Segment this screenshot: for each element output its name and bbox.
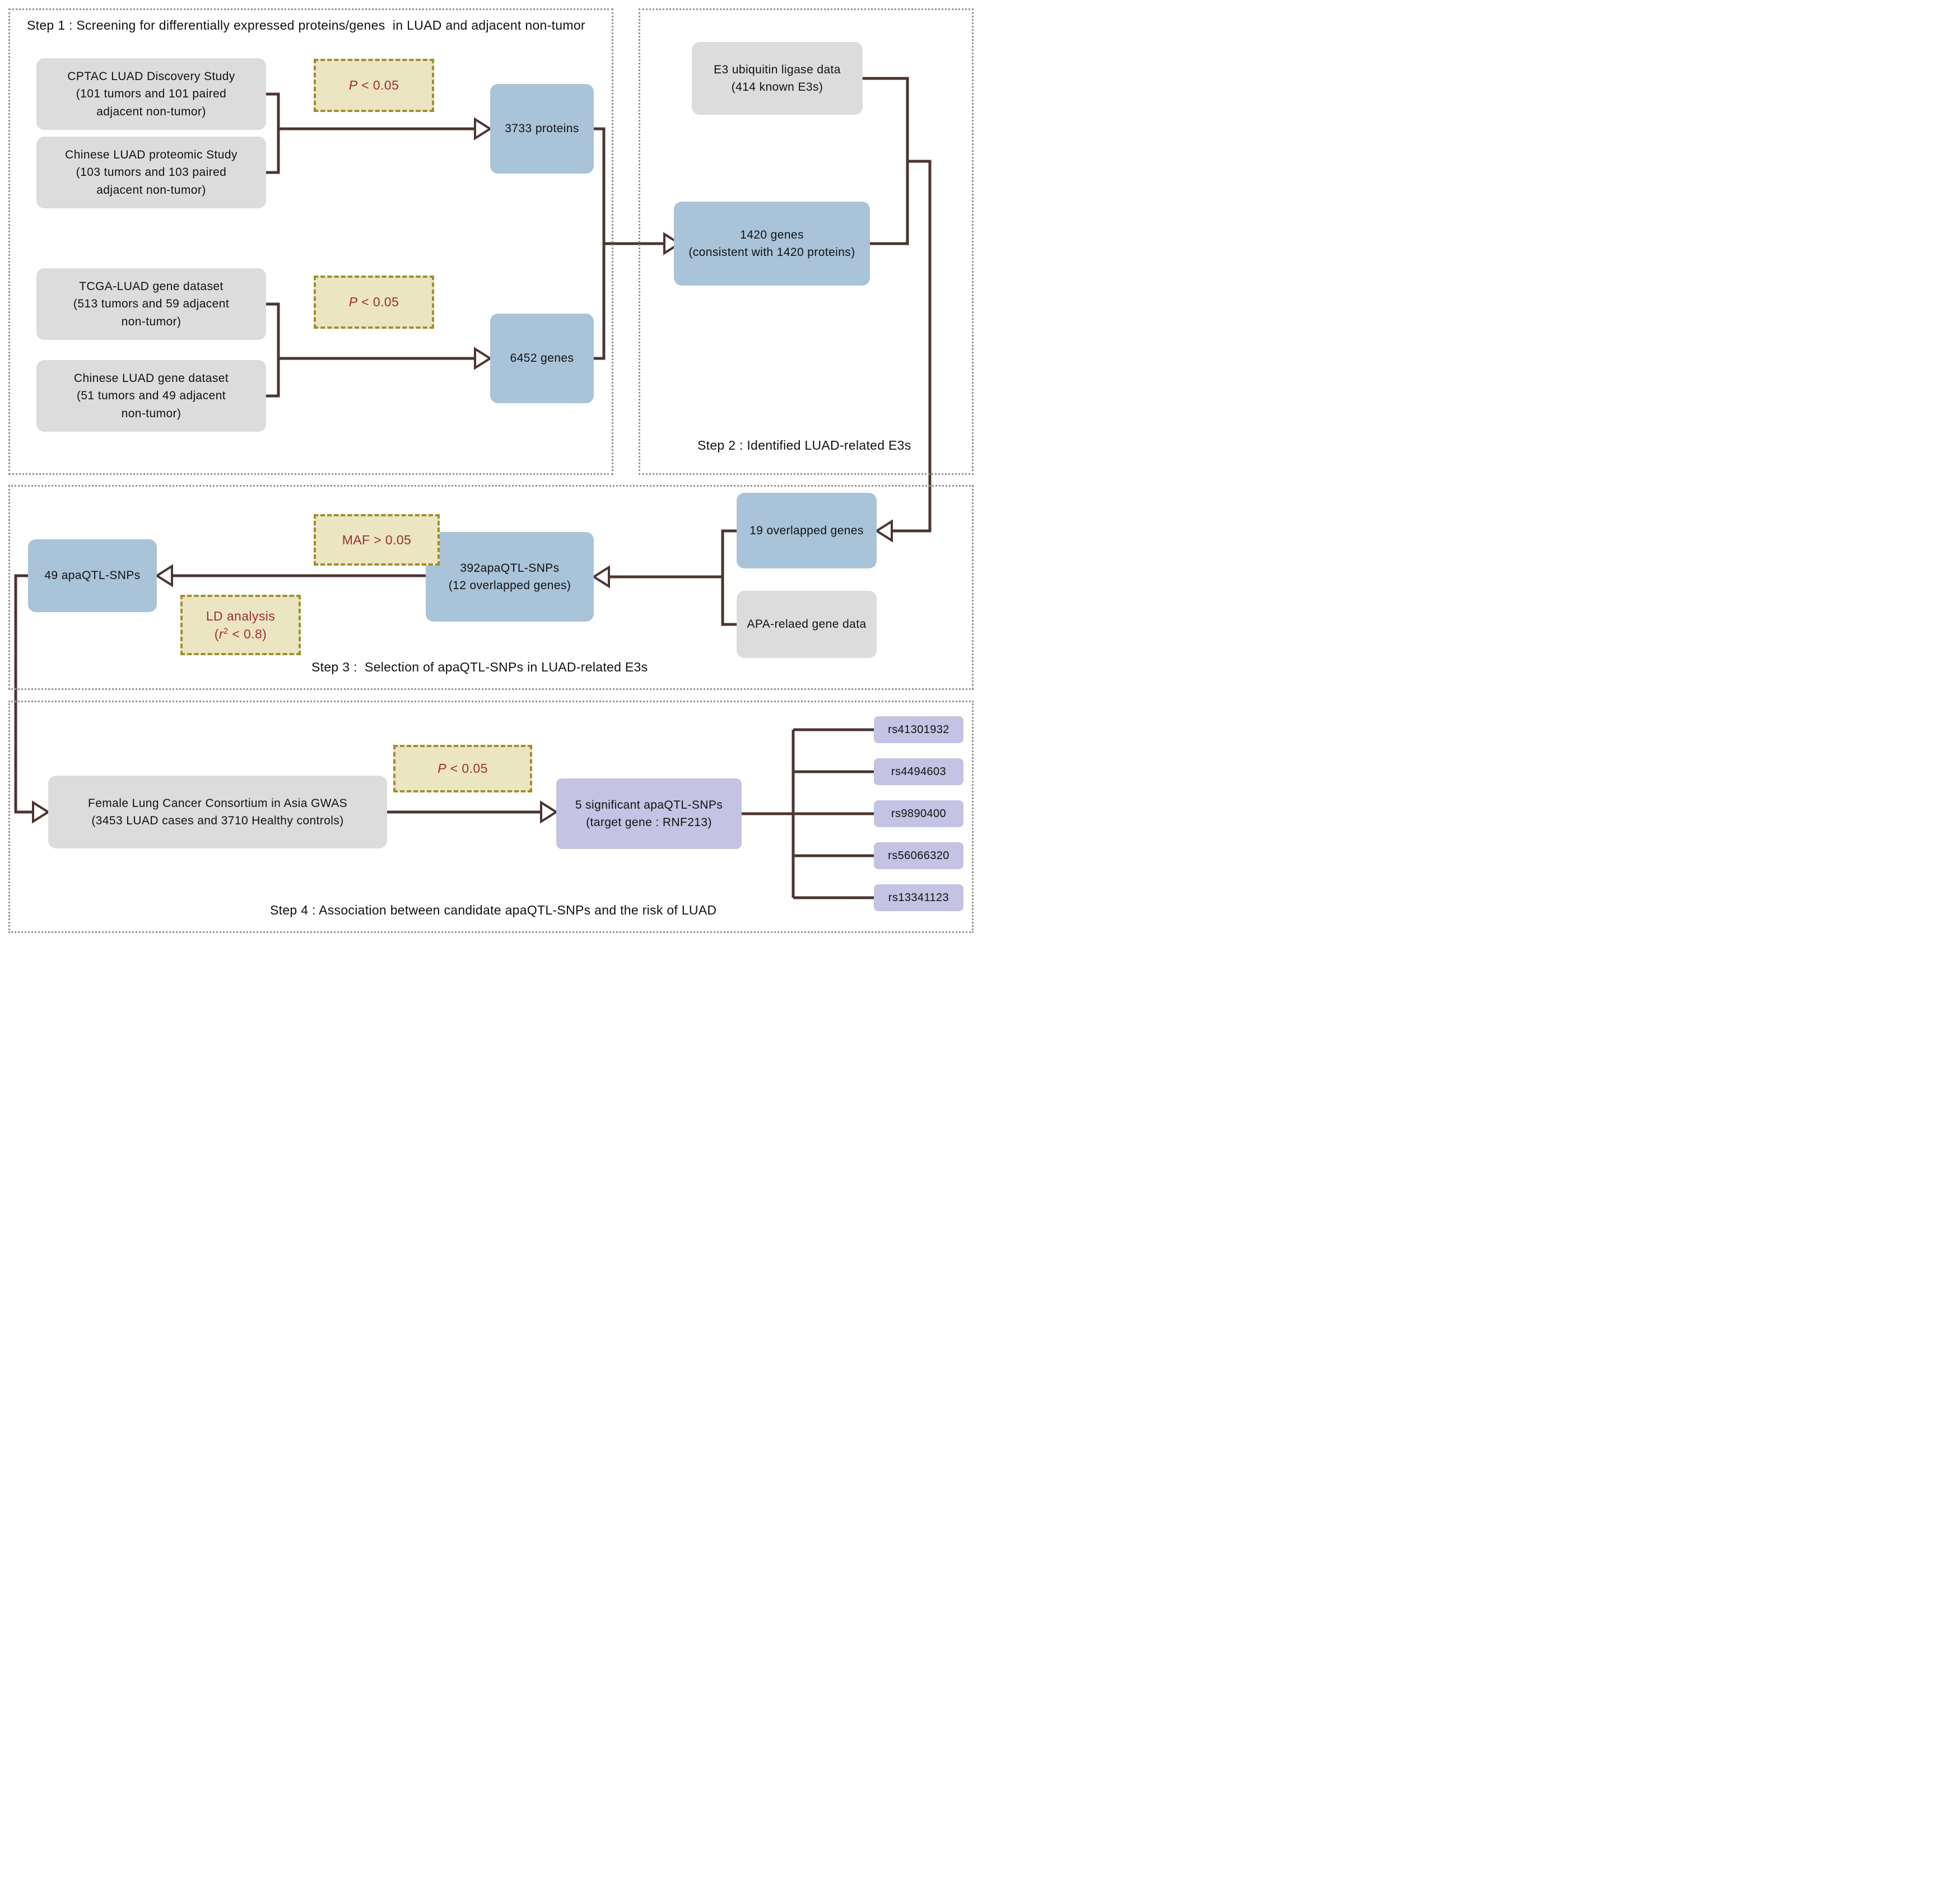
- arrowhead-right-icon: [474, 347, 492, 370]
- box-tcga-gene-dataset: TCGA-LUAD gene dataset (513 tumors and 5…: [36, 268, 266, 340]
- snp-box-rs41301932: rs41301932: [874, 716, 963, 743]
- snp-box-rs4494603: rs4494603: [874, 758, 963, 785]
- filter-pvalue-genes: P < 0.05: [314, 276, 434, 329]
- box-gwas-consortium: Female Lung Cancer Consortium in Asia GW…: [48, 776, 387, 848]
- panel-step2: [639, 8, 974, 475]
- title-step4: Step 4 : Association between candidate a…: [270, 903, 717, 917]
- box-6452-genes: 6452 genes: [490, 314, 594, 403]
- box-3733-proteins: 3733 proteins: [490, 84, 594, 174]
- arrowhead-left-icon: [874, 519, 893, 543]
- box-49-apaqtl-snps: 49 apaQTL-SNPs: [28, 539, 157, 612]
- filter-ld-analysis: LD analysis (r2 < 0.8): [180, 595, 301, 655]
- panel-step4: [8, 701, 974, 933]
- box-chinese-proteomic-study: Chinese LUAD proteomic Study (103 tumors…: [36, 137, 266, 208]
- title-step1: Step 1 : Screening for differentially ex…: [27, 18, 585, 32]
- arrowhead-left-icon: [155, 564, 173, 587]
- box-cptac-study: CPTAC LUAD Discovery Study (101 tumors a…: [36, 58, 266, 130]
- box-chinese-gene-dataset: Chinese LUAD gene dataset (51 tumors and…: [36, 360, 266, 432]
- box-e3-ligase-data: E3 ubiquitin ligase data (414 known E3s): [692, 42, 863, 115]
- arrowhead-right-icon: [540, 800, 558, 824]
- box-5-significant-snps: 5 significant apaQTL-SNPs (target gene :…: [556, 778, 742, 849]
- box-apa-gene-data: APA-relaed gene data: [737, 591, 877, 658]
- arrowhead-right-icon: [32, 800, 50, 824]
- connector-lines: [14, 77, 932, 899]
- filter-pvalue-proteins: P < 0.05: [314, 59, 434, 112]
- snp-box-rs13341123: rs13341123: [874, 884, 963, 911]
- title-step2: Step 2 : Identified LUAD-related E3s: [697, 438, 911, 452]
- flowchart-canvas: Step 1 : Screening for differentially ex…: [0, 0, 980, 940]
- arrowhead-right-icon: [474, 117, 492, 141]
- box-1420-genes: 1420 genes (consistent with 1420 protein…: [674, 202, 870, 286]
- snp-box-rs56066320: rs56066320: [874, 842, 963, 869]
- box-392-apaqtl-snps: 392apaQTL-SNPs (12 overlapped genes): [426, 532, 594, 622]
- panel-step1: [8, 8, 613, 475]
- arrowhead-right-icon: [663, 232, 682, 255]
- filter-pvalue-gwas: P < 0.05: [393, 745, 532, 792]
- box-19-overlapped-genes: 19 overlapped genes: [737, 493, 877, 568]
- title-step3: Step 3 : Selection of apaQTL-SNPs in LUA…: [311, 660, 648, 674]
- panel-step3: [8, 485, 974, 690]
- filter-maf: MAF > 0.05: [314, 514, 440, 566]
- arrowhead-left-icon: [592, 565, 610, 589]
- snp-box-rs9890400: rs9890400: [874, 800, 963, 827]
